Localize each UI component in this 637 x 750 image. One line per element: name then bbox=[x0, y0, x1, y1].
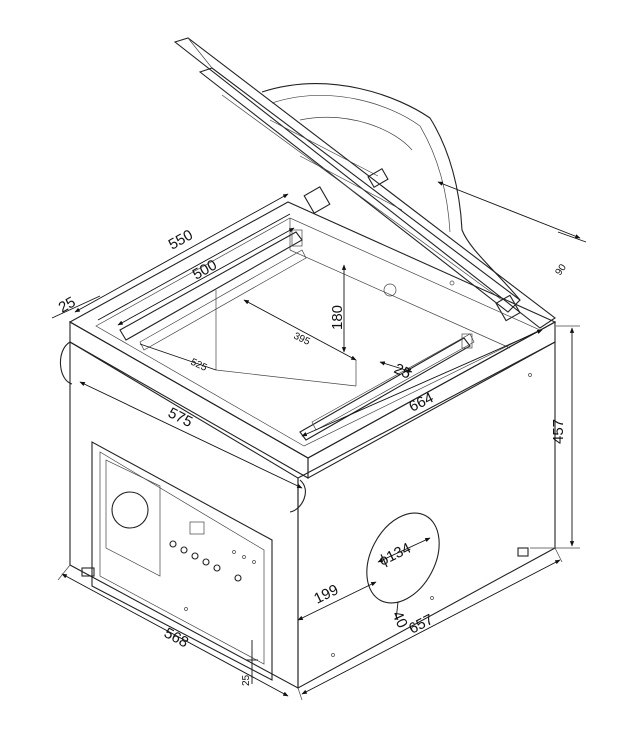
dim-575: 575 bbox=[165, 404, 195, 431]
dimension-labels: 550 500 25 180 395 525 25 575 664 90 457… bbox=[56, 226, 569, 686]
dim-25-bottom: 25 bbox=[241, 674, 252, 686]
dimension-lines bbox=[51, 181, 587, 701]
dim-25-right: 25 bbox=[391, 360, 413, 382]
machine-body bbox=[69, 341, 556, 689]
lid bbox=[173, 37, 556, 329]
dim-40: 40 bbox=[388, 609, 410, 631]
dim-550: 550 bbox=[166, 226, 196, 253]
dim-180: 180 bbox=[329, 305, 346, 330]
dim-25-left: 25 bbox=[56, 294, 79, 317]
dim-500: 500 bbox=[190, 256, 220, 283]
dim-90: 90 bbox=[553, 262, 569, 278]
dim-395: 395 bbox=[292, 331, 312, 348]
dim-525: 525 bbox=[189, 357, 209, 374]
dim-457: 457 bbox=[550, 419, 567, 444]
dim-diameter-134: ϕ134 bbox=[376, 540, 414, 570]
dim-199: 199 bbox=[311, 581, 341, 607]
